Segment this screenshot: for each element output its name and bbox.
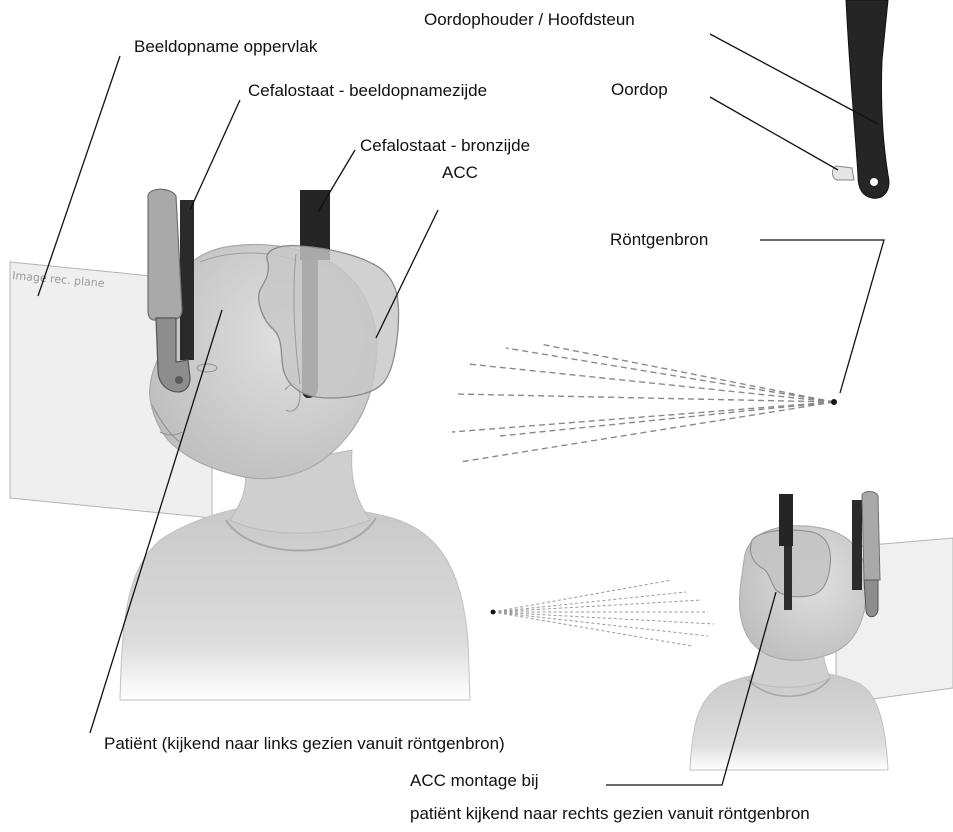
xray-source-point-small: [491, 610, 496, 615]
label-ceph-source-side: Cefalostaat - bronzijde: [360, 136, 530, 156]
label-image-surface: Beeldopname oppervlak: [134, 37, 317, 57]
label-earrod-holder: Oordophouder / Hoofdsteun: [424, 10, 635, 30]
label-acc-mount-2: patiënt kijkend naar rechts gezien vanui…: [410, 804, 810, 824]
label-acc-mount: ACC montage bij: [410, 771, 539, 791]
label-earrod: Oordop: [611, 80, 668, 100]
xray-source-point: [831, 399, 837, 405]
patient-small: [690, 492, 953, 771]
label-xray-source: Röntgenbron: [610, 230, 708, 250]
label-patient: Patiënt (kijkend naar links gezien vanui…: [104, 734, 505, 754]
label-acc: ACC: [442, 163, 478, 183]
xray-beams-small: [493, 580, 714, 646]
label-ceph-image-side: Cefalostaat - beeldopnamezijde: [248, 81, 487, 101]
earrod-holder-detail: [832, 0, 889, 198]
xray-beams-large: [452, 344, 834, 462]
